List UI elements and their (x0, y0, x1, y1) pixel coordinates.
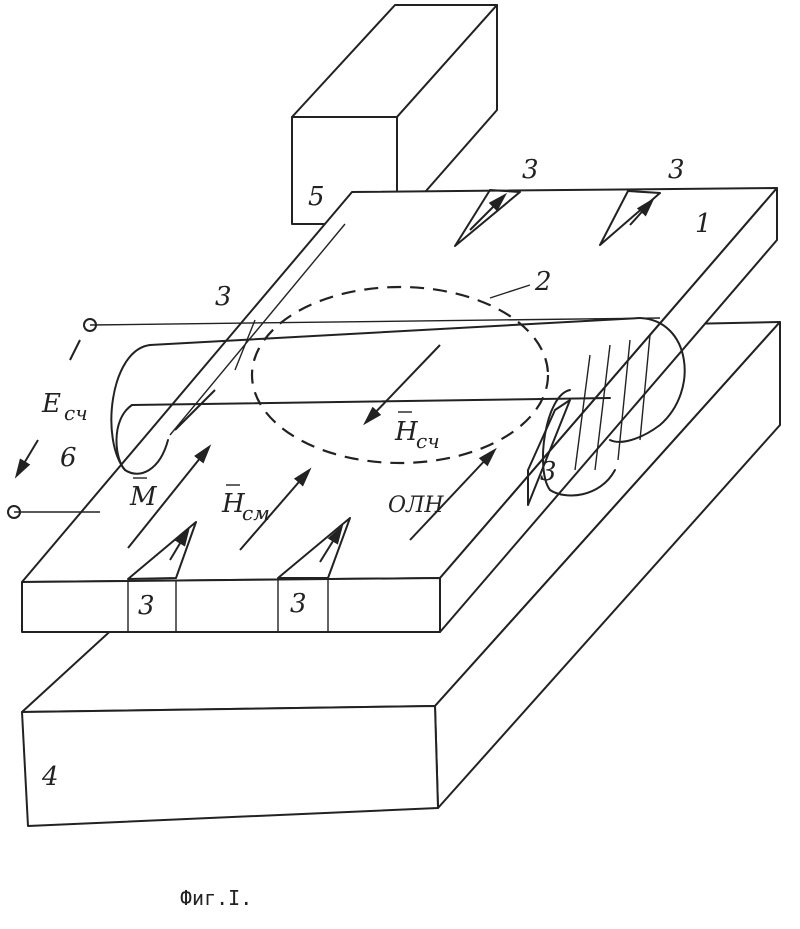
label-oln: ОЛН (388, 493, 444, 518)
label-e-field: E (41, 389, 61, 419)
label-3d: 3 (540, 457, 557, 487)
label-3c: 3 (215, 282, 232, 312)
label-4: 4 (41, 762, 59, 792)
label-3a: 3 (522, 155, 539, 185)
label-1: 1 (695, 209, 712, 239)
label-3f: 3 (290, 589, 307, 619)
figure-caption: Фиг.I. (180, 886, 252, 910)
label-6: 6 (60, 443, 77, 473)
label-3b: 3 (668, 155, 685, 185)
label-e-field-sub: сч (64, 401, 88, 425)
label-3e: 3 (138, 591, 155, 621)
label-m-vector: M (129, 482, 158, 512)
label-2: 2 (534, 267, 552, 297)
label-h-bias-sub: см (242, 501, 270, 525)
label-h-rf-sub: сч (416, 429, 440, 453)
label-5: 5 (308, 182, 325, 212)
